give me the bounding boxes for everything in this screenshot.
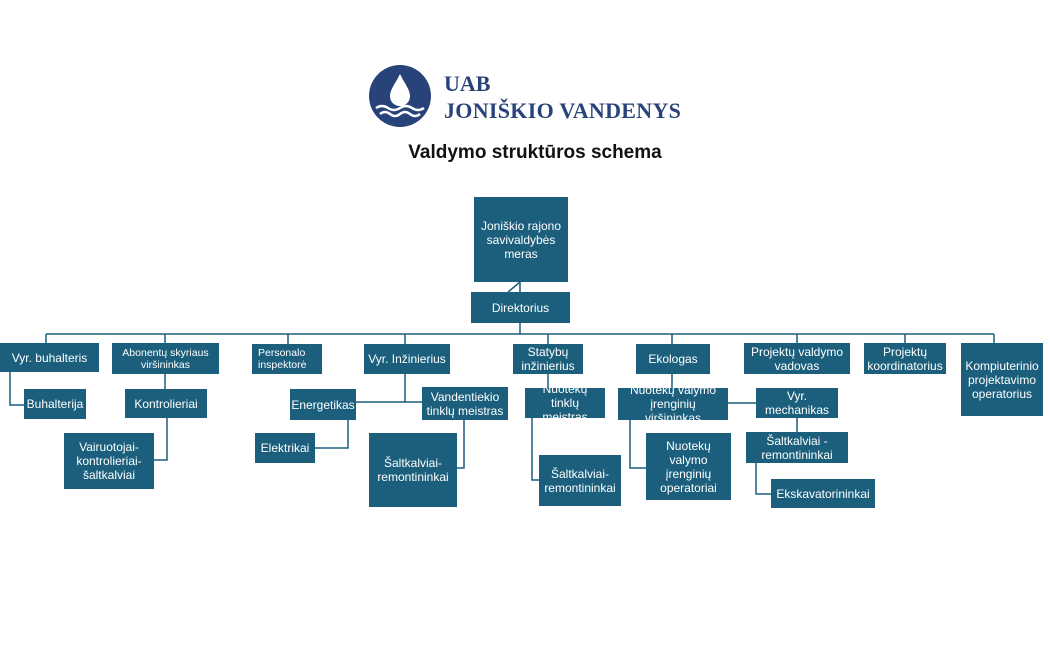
box-construction-engineer: Statybų inžinierius: [513, 344, 583, 374]
box-project-manager: Projektų valdymo vadovas: [744, 343, 850, 374]
box-cad-operator: Kompiuterinio projektavimo operatorius: [961, 343, 1043, 416]
box-energy: Energetikas: [290, 389, 356, 420]
water-drop-logo-icon: [369, 65, 431, 127]
box-treatment-operators: Nuotekų valymo įrenginių operatoriai: [646, 433, 731, 500]
box-water-plumbers: Šaltkalviai- remontininkai: [369, 433, 457, 507]
box-director: Direktorius: [471, 292, 570, 323]
company-name: UAB JONIŠKIO VANDENYS: [444, 70, 681, 124]
brand-line-2: JONIŠKIO VANDENYS: [444, 98, 682, 123]
page-title: Valdymo struktūros schema: [408, 142, 662, 163]
box-chief-mechanic: Vyr. mechanikas: [756, 388, 838, 418]
box-excavator-operators: Ekskavatorininkai: [771, 479, 875, 508]
box-controllers: Kontrolieriai: [125, 389, 207, 418]
box-personnel-inspector: Personalo inspektorė: [252, 344, 322, 374]
box-chief-accountant: Vyr. buhalteris: [0, 343, 99, 372]
box-chief-engineer: Vyr. Inžinierius: [364, 344, 450, 374]
box-drivers: Vairuotojai- kontrolieriai- šaltkalviai: [64, 433, 154, 489]
box-water-master: Vandentiekio tinklų meistras: [422, 387, 508, 420]
box-subscriber-head: Abonentų skyriaus viršininkas: [112, 343, 219, 374]
box-electricians: Elektrikai: [255, 433, 315, 463]
box-treatment-head: Nuotekų valymo įrenginių viršininkas: [618, 383, 728, 425]
box-mayor: Joniškio rajono savivaldybės meras: [474, 197, 568, 282]
box-ecologist: Ekologas: [636, 344, 710, 374]
box-sewer-master: Nuotekų tinklų meistras: [525, 382, 605, 424]
box-accounting: Buhalterija: [24, 389, 86, 419]
brand-line-1: UAB: [444, 71, 491, 96]
box-mech-plumbers: Šaltkalviai - remontininkai: [746, 432, 848, 463]
box-sewer-plumbers: Šaltkalviai- remontininkai: [539, 455, 621, 506]
box-project-coordinator: Projektų koordinatorius: [864, 343, 946, 374]
